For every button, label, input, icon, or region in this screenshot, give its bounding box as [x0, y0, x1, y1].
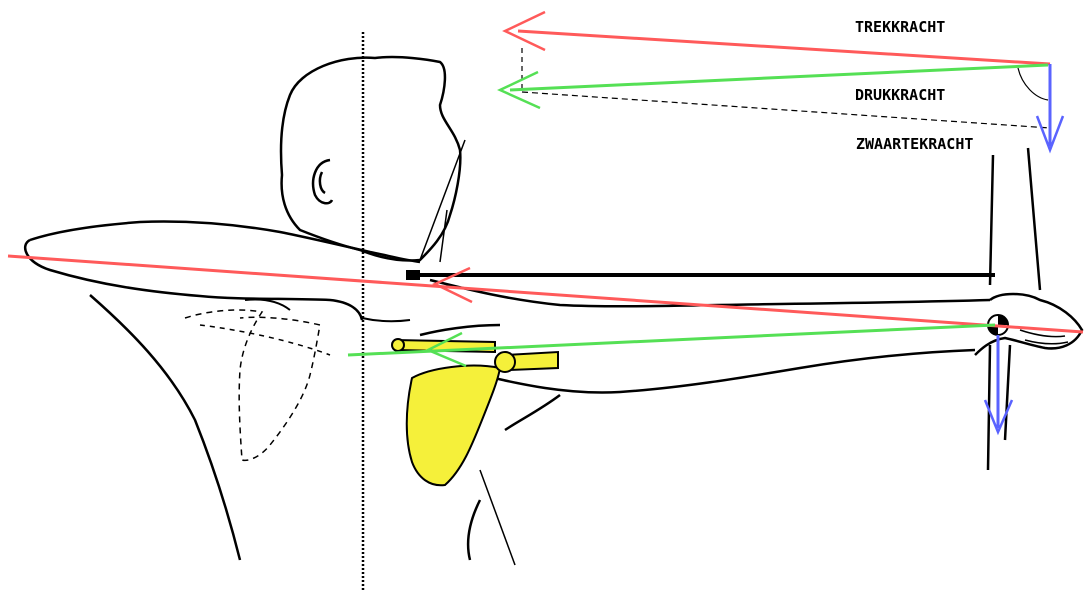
scapula-joint-left: [392, 339, 404, 351]
shoulder-joint: [495, 352, 515, 372]
right-scapula: [407, 366, 500, 486]
torso-right-outline: [468, 500, 480, 560]
trekkracht-line-triangle: [518, 31, 1050, 64]
neck-outline: [420, 140, 465, 262]
drukkracht-line-triangle: [510, 65, 1048, 90]
zwaartekracht-label: ZWAARTEKRACHT: [856, 135, 973, 153]
shoulder-outline: [245, 299, 290, 310]
torso-crease: [480, 470, 515, 565]
armpit-outline: [505, 395, 560, 430]
ear-outline: [313, 160, 332, 203]
force-triangle-angle-arc: [1018, 68, 1048, 100]
back-outline: [90, 295, 240, 560]
head-outline: [281, 57, 460, 260]
trekkracht-label: TREKKRACHT: [855, 18, 945, 36]
draw-forearm-outline: [25, 240, 362, 320]
bow-upper-limb: [990, 148, 1040, 290]
left-scapula-dashed: [185, 310, 320, 460]
nock-point: [406, 270, 420, 280]
left-scapula-spine-dashed: [200, 325, 330, 355]
force-triangle-dashed-diagonal: [522, 92, 1050, 128]
drukkracht-label: DRUKKRACHT: [855, 86, 945, 104]
draw-arm-outline: [30, 222, 420, 262]
neck-to-chest: [362, 318, 410, 321]
bow-fingers-outline: [1020, 330, 1068, 344]
